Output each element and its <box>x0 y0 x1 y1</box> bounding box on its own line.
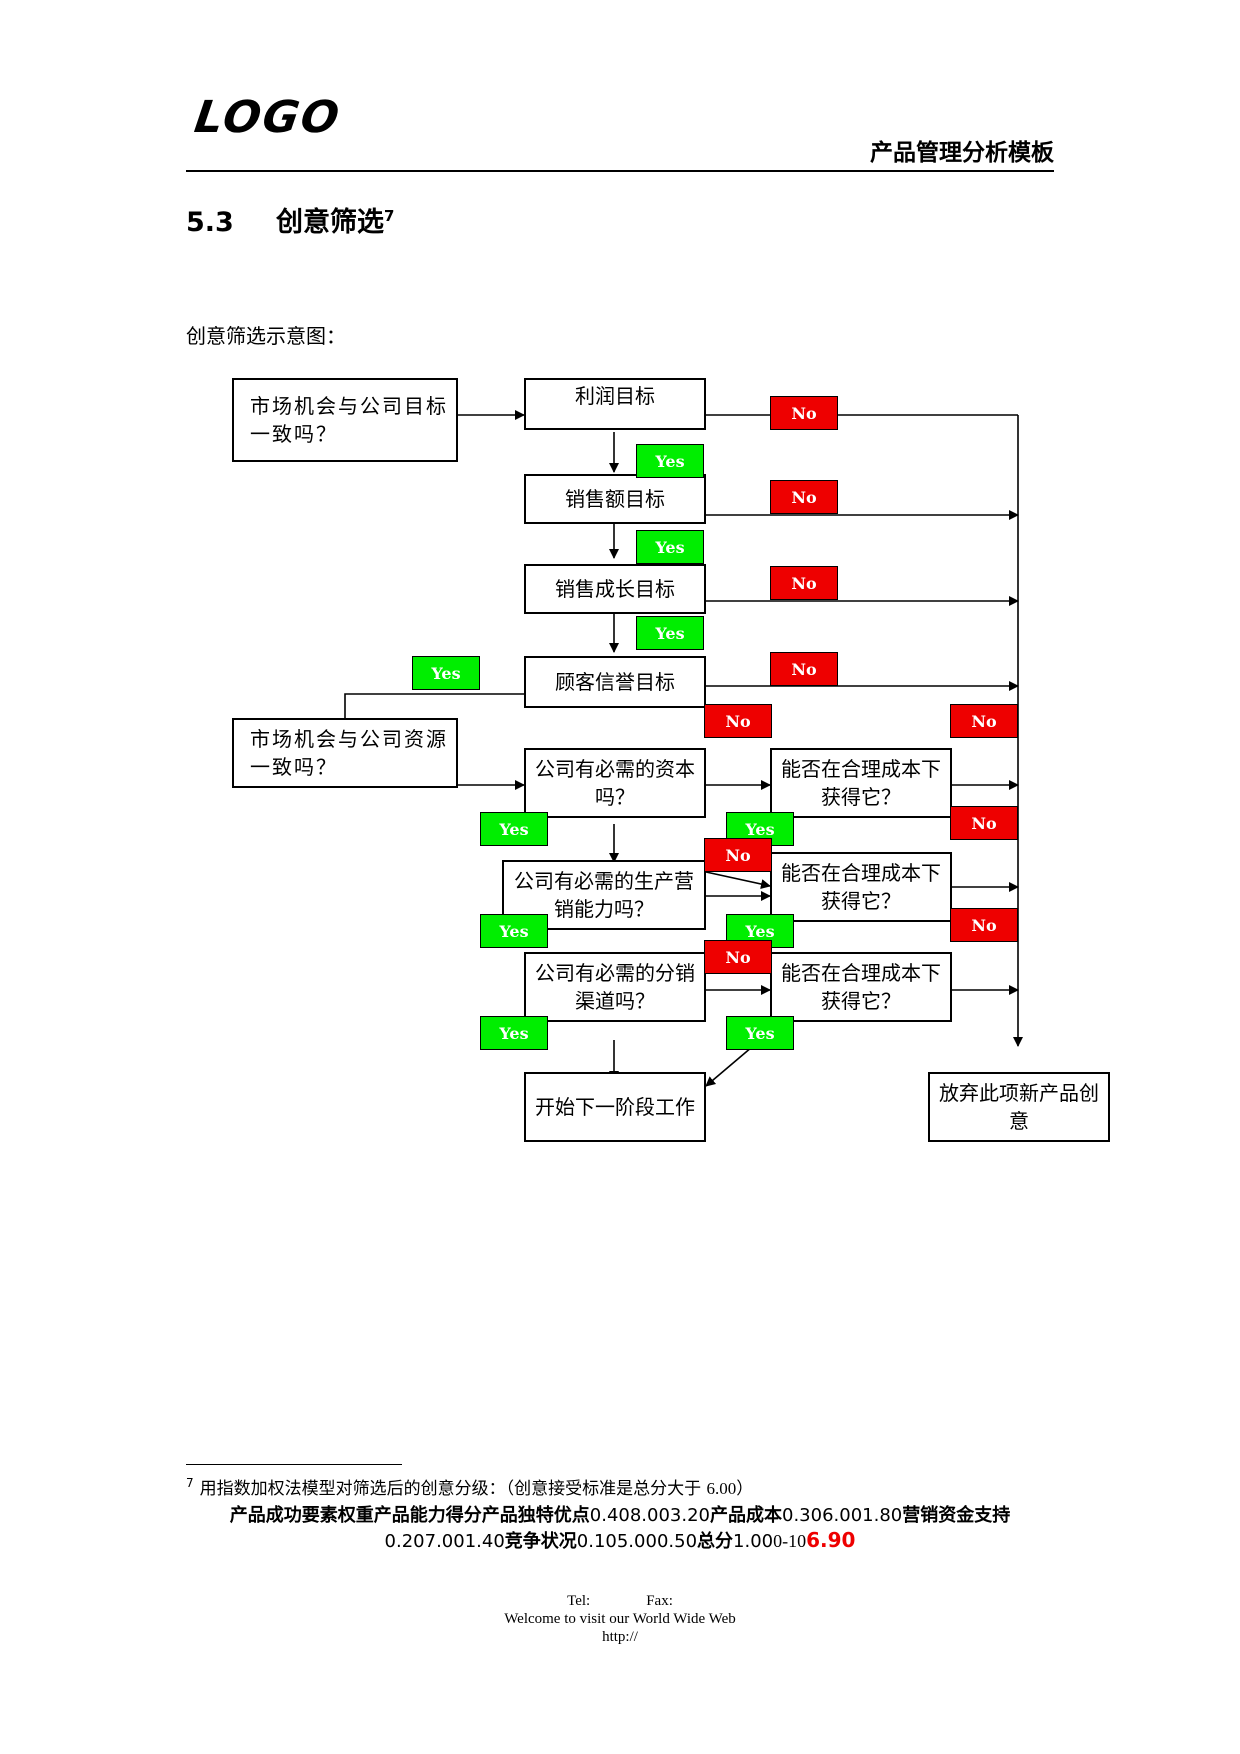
table-values-3: 0.207.001.40 <box>384 1531 505 1552</box>
no-label: No <box>704 940 772 974</box>
footnote-threshold: 6.00 <box>706 1479 737 1498</box>
box-market-goal-fit: 市场机会与公司目标一致吗？ <box>232 378 458 462</box>
scoring-table-text: 产品成功要素权重产品能力得分产品独特优点0.408.003.20产品成本0.30… <box>186 1504 1054 1554</box>
yes-label: Yes <box>480 914 548 948</box>
footnote-text-end: ） <box>736 1479 754 1499</box>
box-market-resource-fit: 市场机会与公司资源一致吗？ <box>232 718 458 788</box>
footer-tel: Tel: <box>567 1593 591 1609</box>
table-header-5: 总分 <box>697 1531 734 1552</box>
footer-welcome: Welcome to visit our World Wide Web <box>504 1611 736 1627</box>
table-values-4: 0.105.000.50 <box>576 1531 698 1552</box>
no-label: No <box>770 396 838 430</box>
no-label: No <box>770 480 838 514</box>
table-values-5: 1.00 <box>733 1531 774 1552</box>
box-next-stage: 开始下一阶段工作 <box>524 1072 706 1142</box>
footnote: 7 用指数加权法模型对筛选后的创意分级：（创意接受标准是总分大于 6.00） <box>186 1474 753 1499</box>
no-label: No <box>704 704 772 738</box>
section-title: 创意筛选 <box>276 207 384 238</box>
page-footer: Tel: Fax: Welcome to visit our World Wide… <box>0 1592 1240 1646</box>
footer-fax: Fax: <box>646 1593 673 1609</box>
yes-label: Yes <box>726 1016 794 1050</box>
section-number: 5.3 <box>186 207 234 238</box>
figure-caption: 创意筛选示意图： <box>186 324 346 348</box>
table-header-3: 营销资金支持 <box>902 1505 1011 1526</box>
table-values-2: 0.306.001.80 <box>782 1505 903 1526</box>
yes-label: Yes <box>412 656 480 690</box>
box-production-cost-question: 能否在合理成本下获得它？ <box>770 852 952 922</box>
box-sales-amount-goal: 销售额目标 <box>524 474 706 524</box>
section-heading: 5.3 创意筛选7 <box>186 200 394 239</box>
document-title: 产品管理分析模板 <box>870 140 1054 166</box>
yes-label: Yes <box>636 616 704 650</box>
total-score: 6.90 <box>806 1528 856 1552</box>
box-capital-question: 公司有必需的资本吗？ <box>524 748 706 818</box>
footnote-reference[interactable]: 7 <box>384 207 395 225</box>
box-channel-cost-question: 能否在合理成本下获得它？ <box>770 952 952 1022</box>
box-sales-growth-goal: 销售成长目标 <box>524 564 706 614</box>
table-scale: 0-10 <box>773 1531 807 1551</box>
box-channel-question: 公司有必需的分销渠道吗？ <box>524 952 706 1022</box>
yes-label: Yes <box>480 1016 548 1050</box>
no-label: No <box>950 806 1018 840</box>
footnote-text: 用指数加权法模型对筛选后的创意分级：（创意接受标准是总分大于 <box>199 1479 702 1499</box>
footer-url[interactable]: http:// <box>602 1629 638 1645</box>
footnote-marker: 7 <box>186 1476 194 1491</box>
footnote-divider <box>186 1464 402 1465</box>
no-label: No <box>950 704 1018 738</box>
header-divider <box>186 170 1054 172</box>
no-label: No <box>704 838 772 872</box>
table-header-1: 产品成功要素权重产品能力得分产品独特优点 <box>229 1505 590 1526</box>
yes-label: Yes <box>636 530 704 564</box>
box-reputation-goal: 顾客信誉目标 <box>524 656 706 708</box>
box-abandon-idea: 放弃此项新产品创意 <box>928 1072 1110 1142</box>
box-capital-cost-question: 能否在合理成本下获得它？ <box>770 748 952 818</box>
no-label: No <box>950 908 1018 942</box>
box-profit-goal: 利润目标 <box>524 378 706 430</box>
no-label: No <box>770 652 838 686</box>
table-values-1: 0.408.003.20 <box>589 1505 710 1526</box>
yes-label: Yes <box>636 444 704 478</box>
box-production-question: 公司有必需的生产营销能力吗？ <box>502 860 706 930</box>
no-label: No <box>770 566 838 600</box>
table-header-4: 竞争状况 <box>504 1531 577 1552</box>
yes-label: Yes <box>480 812 548 846</box>
table-header-2: 产品成本 <box>710 1505 782 1526</box>
